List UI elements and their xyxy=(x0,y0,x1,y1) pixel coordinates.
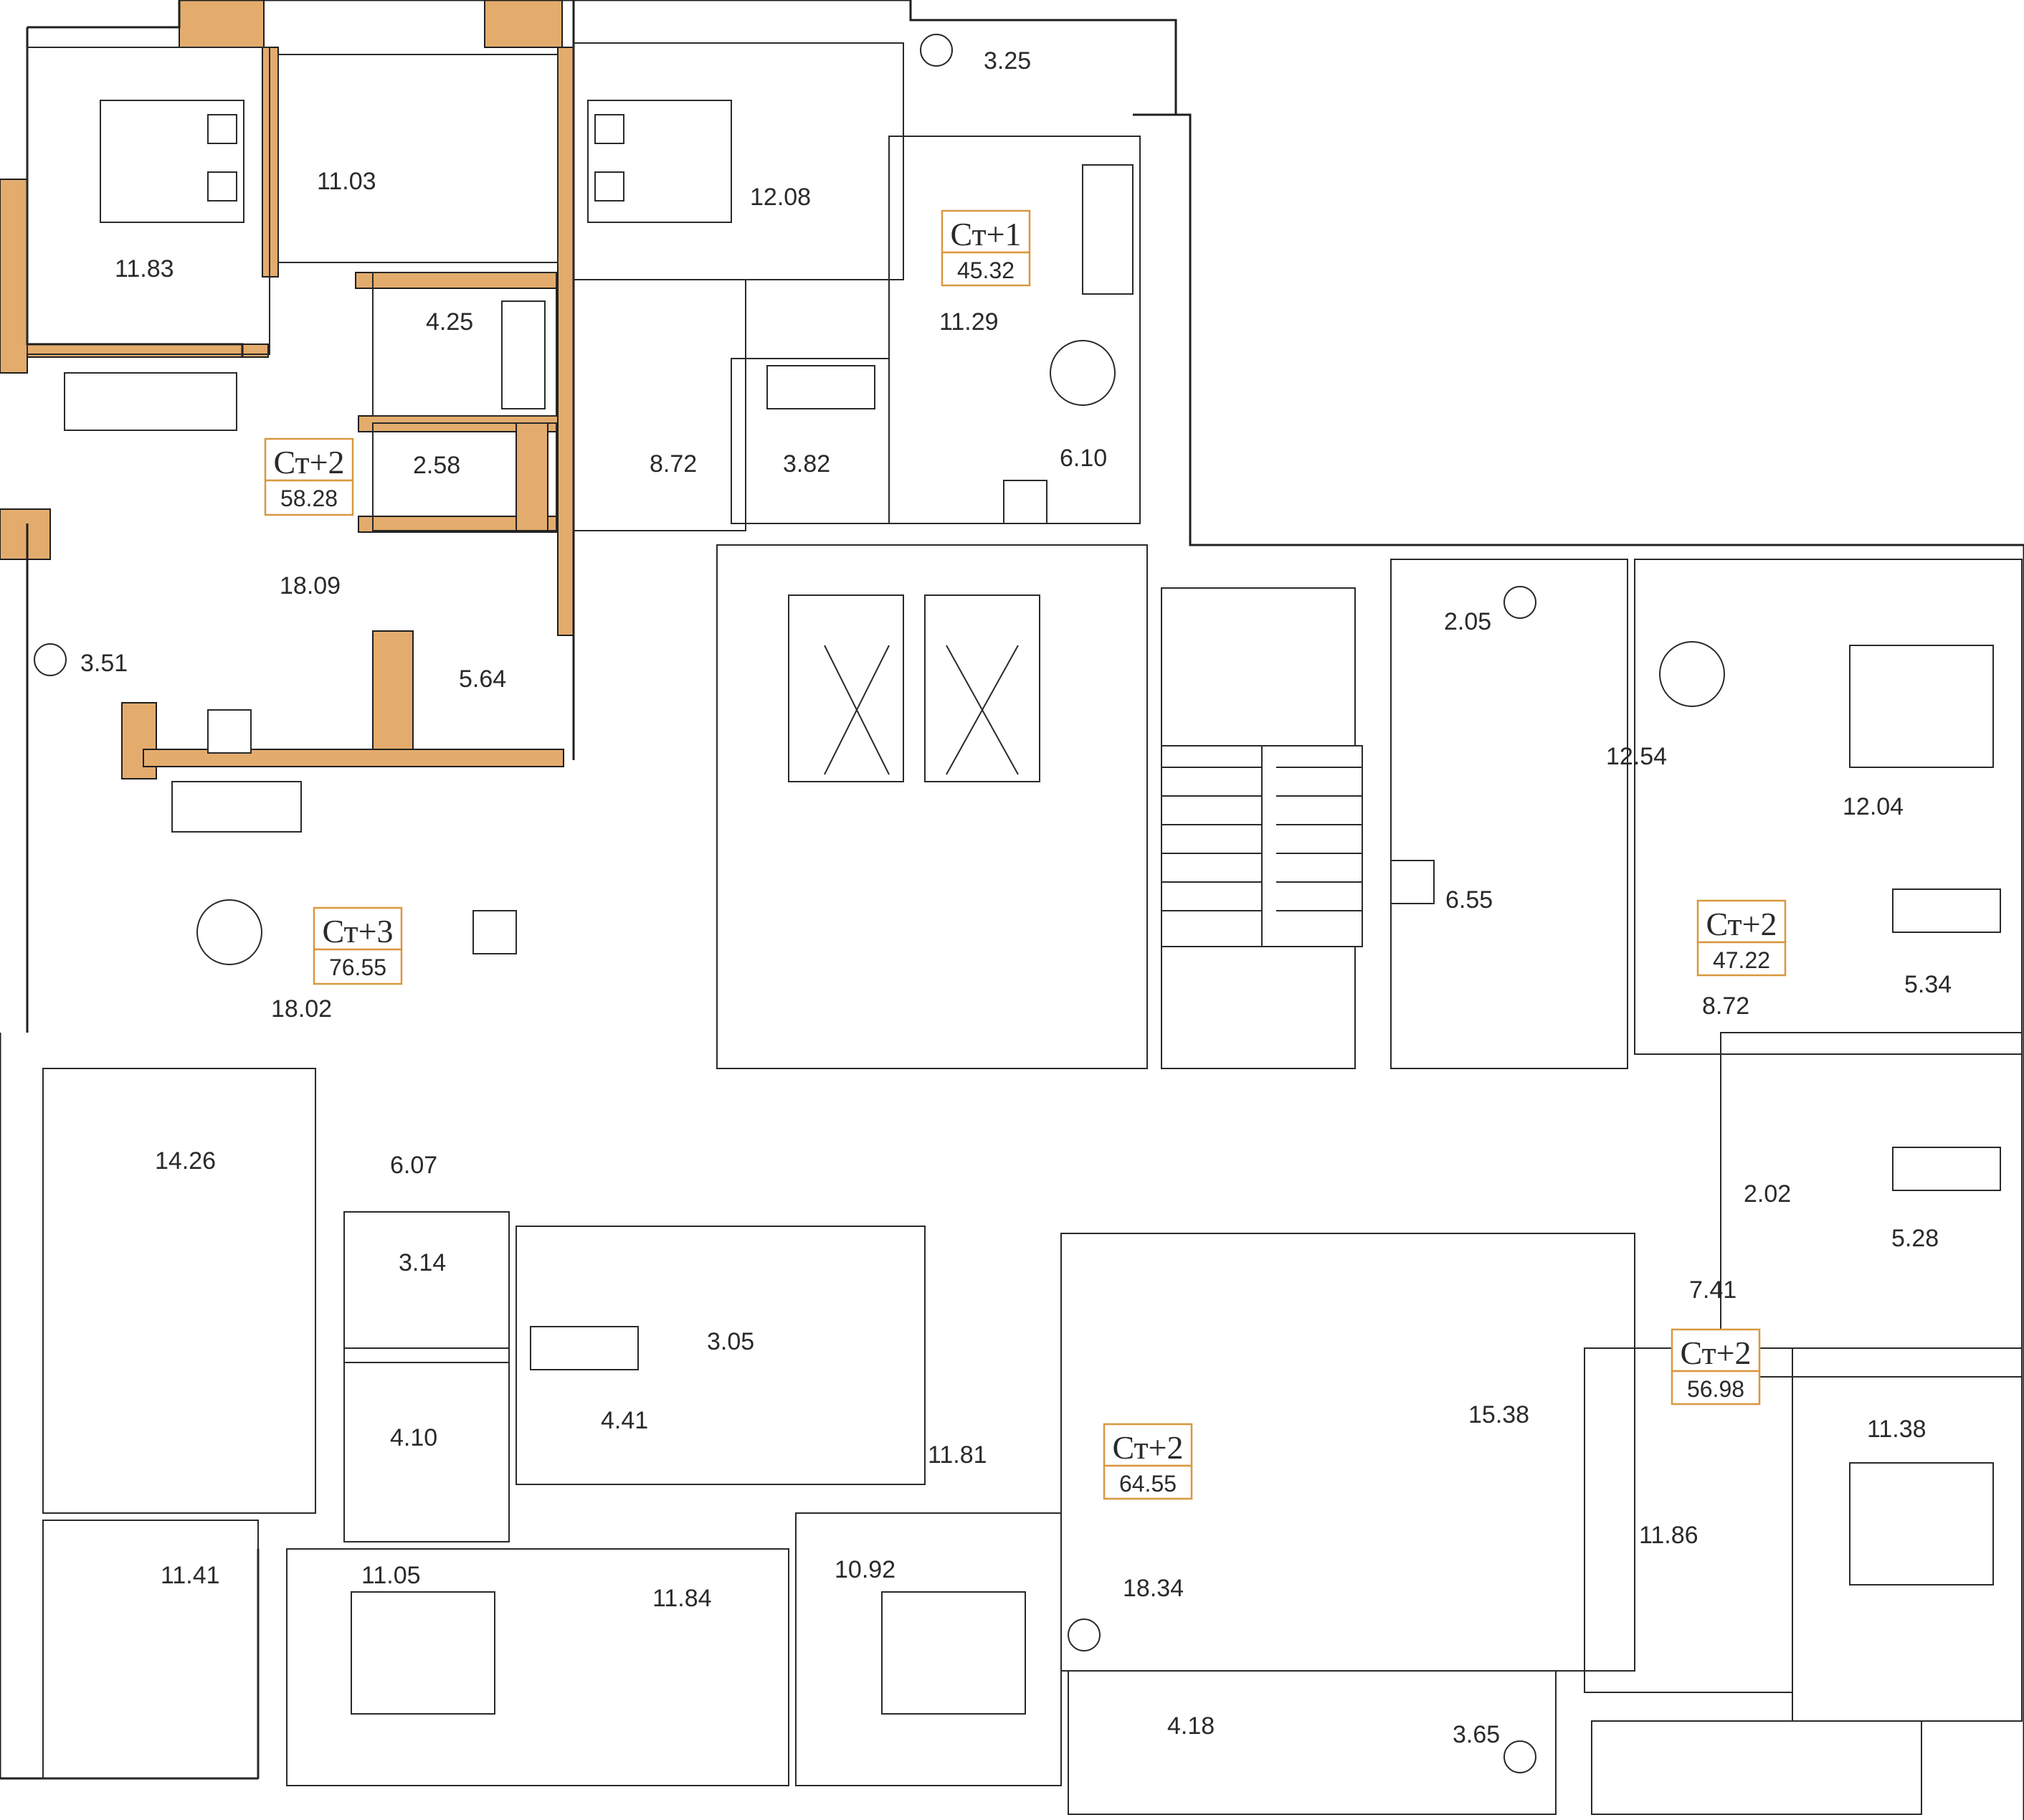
room-area: 18.09 xyxy=(280,572,341,599)
apartment-label: Ст+2 47.22 xyxy=(1696,899,1787,977)
room-area: 12.08 xyxy=(750,184,811,211)
stove-icon xyxy=(207,480,1435,954)
bed-icon xyxy=(351,1591,495,1715)
room-area: 11.41 xyxy=(161,1562,220,1589)
svg-text:56.98: 56.98 xyxy=(1687,1376,1744,1402)
room-area: 7.41 xyxy=(1689,1276,1736,1304)
stairs-icon xyxy=(1161,745,1363,947)
apartment-label: Ст+2 64.55 xyxy=(1103,1423,1193,1500)
svg-text:Ст+2: Ст+2 xyxy=(1680,1335,1751,1371)
svg-text:Ст+2: Ст+2 xyxy=(1706,906,1777,942)
dining-table-icon xyxy=(196,340,1725,965)
room-area: 4.18 xyxy=(1167,1712,1215,1740)
room-area: 11.03 xyxy=(317,168,376,195)
room-area: 5.28 xyxy=(1891,1225,1939,1252)
sofa-icon xyxy=(171,781,302,833)
room-area: 8.72 xyxy=(1702,992,1749,1020)
bed-icon xyxy=(587,100,732,223)
svg-text:Ст+2: Ст+2 xyxy=(273,444,344,480)
sofa-icon xyxy=(64,372,237,431)
room-area: 15.38 xyxy=(1468,1401,1529,1428)
bed-icon xyxy=(1849,645,1994,768)
room-area: 3.05 xyxy=(707,1328,754,1355)
room-area: 4.41 xyxy=(601,1407,648,1434)
room-area: 18.02 xyxy=(271,995,332,1023)
elevator-icon xyxy=(788,594,1040,782)
svg-text:58.28: 58.28 xyxy=(280,485,338,511)
room-area: 11.81 xyxy=(928,1441,987,1469)
room-area: 3.14 xyxy=(399,1249,446,1276)
room-area: 5.64 xyxy=(459,665,506,693)
bathtub-icon xyxy=(501,300,2001,1370)
svg-text:76.55: 76.55 xyxy=(329,954,386,980)
room-areas: 11.83 11.03 4.25 2.58 18.09 3.51 5.64 12… xyxy=(80,47,1952,1748)
room-area: 3.51 xyxy=(80,650,128,677)
highlight-walls xyxy=(0,0,574,779)
room-area: 3.25 xyxy=(984,47,1031,75)
svg-text:Ст+1: Ст+1 xyxy=(950,216,1021,252)
apartment-label: Ст+2 56.98 xyxy=(1671,1328,1761,1406)
room-area: 14.26 xyxy=(155,1147,216,1175)
room-area: 5.34 xyxy=(1904,971,1952,998)
room-area: 3.65 xyxy=(1453,1721,1500,1748)
room-area: 6.07 xyxy=(390,1152,437,1179)
room-area: 11.84 xyxy=(652,1585,712,1612)
room-area: 2.58 xyxy=(413,452,460,479)
room-area: 11.05 xyxy=(361,1562,421,1589)
room-area: 11.83 xyxy=(115,255,174,283)
svg-text:Ст+3: Ст+3 xyxy=(322,913,393,949)
room-area: 11.38 xyxy=(1867,1416,1926,1443)
room-area: 18.34 xyxy=(1123,1575,1184,1602)
apartment-label: Ст+2 58.28 xyxy=(264,437,354,516)
apartment-label: Ст+3 76.55 xyxy=(313,906,403,985)
svg-text:64.55: 64.55 xyxy=(1119,1471,1177,1497)
room-area: 6.10 xyxy=(1060,445,1107,472)
room-area: 2.02 xyxy=(1744,1180,1791,1208)
bed-icon xyxy=(1849,1462,1994,1586)
apartment-label: Ст+1 45.32 xyxy=(941,209,1031,287)
room-area: 4.25 xyxy=(426,308,473,336)
interior-walls xyxy=(27,42,2023,1815)
svg-text:Ст+2: Ст+2 xyxy=(1112,1429,1183,1466)
room-area: 10.92 xyxy=(835,1556,895,1583)
room-area: 2.05 xyxy=(1444,608,1491,635)
bed-icon xyxy=(100,100,244,223)
room-area: 3.82 xyxy=(783,450,830,478)
bed-icon xyxy=(881,1591,1026,1715)
room-area: 4.10 xyxy=(390,1424,437,1451)
plant-icon xyxy=(34,34,1536,1773)
room-area: 12.54 xyxy=(1606,743,1667,770)
svg-text:47.22: 47.22 xyxy=(1713,947,1770,973)
sofa-icon xyxy=(1082,164,1134,295)
room-area: 11.86 xyxy=(1639,1522,1698,1549)
room-area: 6.55 xyxy=(1445,886,1493,914)
room-area: 12.04 xyxy=(1843,793,1904,820)
room-area: 11.29 xyxy=(939,308,999,336)
room-area: 8.72 xyxy=(650,450,697,478)
svg-text:45.32: 45.32 xyxy=(957,257,1015,283)
